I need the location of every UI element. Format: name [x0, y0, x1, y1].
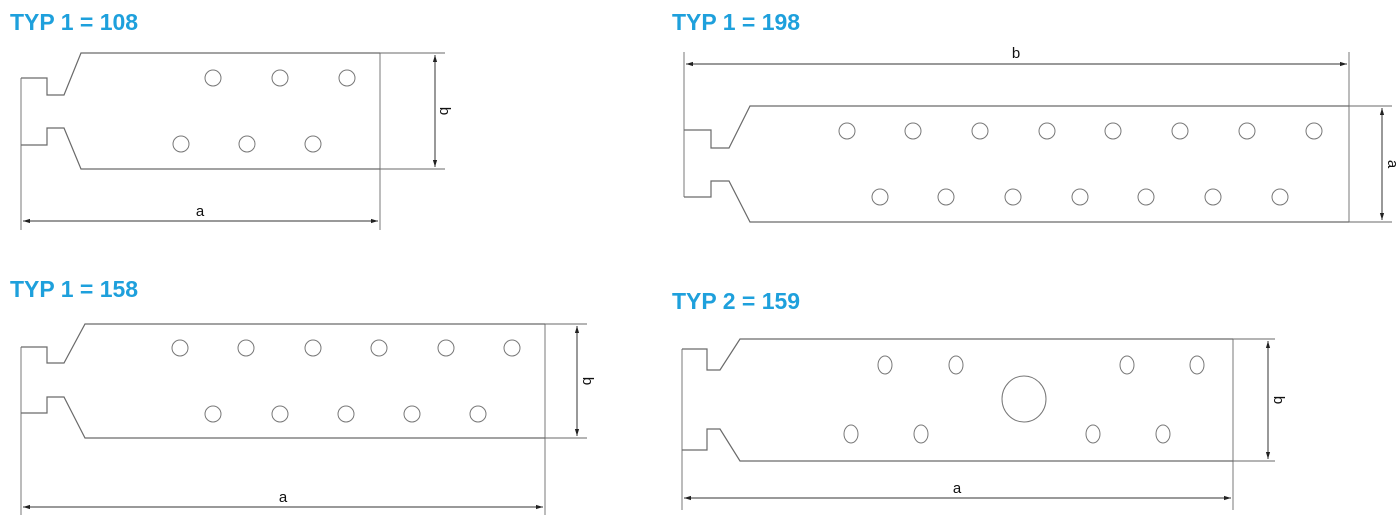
mounting-hole — [271, 405, 289, 423]
mounting-hole — [271, 69, 289, 87]
mounting-hole — [913, 424, 929, 444]
height-label: b — [1270, 396, 1287, 404]
drawing-typ1-108: TYP 1 = 108 a b — [10, 9, 453, 230]
mounting-hole — [171, 339, 189, 357]
length-label: a — [196, 203, 205, 220]
mounting-hole — [172, 135, 190, 153]
mounting-hole — [238, 135, 256, 153]
drawing-typ1-198: TYP 1 = 198 b a — [672, 9, 1400, 223]
mounting-hole — [1104, 122, 1122, 140]
mounting-hole — [877, 355, 893, 375]
mounting-hole — [1305, 122, 1323, 140]
mounting-hole — [337, 405, 355, 423]
mounting-hole — [1204, 188, 1222, 206]
drawing-title: TYP 1 = 108 — [10, 9, 138, 35]
height-label: a — [1384, 160, 1400, 169]
extension-lines — [20, 323, 587, 515]
holes — [171, 339, 521, 423]
holes — [172, 69, 356, 153]
mounting-hole — [370, 339, 388, 357]
bracket-outline — [682, 338, 1233, 462]
mounting-hole — [1155, 424, 1171, 444]
mounting-hole — [1271, 188, 1289, 206]
bracket-outline — [21, 52, 380, 170]
mounting-hole — [871, 188, 889, 206]
mounting-hole — [204, 69, 222, 87]
mounting-hole — [304, 135, 322, 153]
mounting-hole — [1085, 424, 1101, 444]
mounting-hole — [971, 122, 989, 140]
mounting-hole — [843, 424, 859, 444]
extension-lines — [681, 338, 1275, 510]
holes — [843, 355, 1205, 444]
mounting-hole — [937, 188, 955, 206]
bracket-outline — [21, 323, 545, 439]
drawing-title: TYP 1 = 198 — [672, 9, 800, 35]
mounting-hole — [1189, 355, 1205, 375]
mounting-hole — [403, 405, 421, 423]
mounting-hole — [503, 339, 521, 357]
mounting-hole — [237, 339, 255, 357]
length-label: a — [953, 480, 962, 497]
extension-lines — [683, 52, 1392, 223]
mounting-hole — [838, 122, 856, 140]
mounting-hole — [469, 405, 487, 423]
mounting-hole — [204, 405, 222, 423]
height-label: b — [436, 107, 453, 115]
mounting-hole — [1071, 188, 1089, 206]
mounting-hole — [948, 355, 964, 375]
holes — [838, 122, 1323, 206]
bracket-outline — [684, 105, 1349, 223]
mounting-hole — [904, 122, 922, 140]
extension-lines — [20, 52, 445, 230]
mounting-hole — [338, 69, 356, 87]
drawing-typ1-158: TYP 1 = 158 a b — [10, 276, 596, 515]
mounting-hole — [1171, 122, 1189, 140]
mounting-hole — [304, 339, 322, 357]
drawing-title: TYP 1 = 158 — [10, 276, 138, 302]
length-label: b — [1012, 45, 1020, 62]
mounting-hole — [1038, 122, 1056, 140]
mounting-hole — [437, 339, 455, 357]
drawing-typ2-159: TYP 2 = 159 a b — [672, 288, 1287, 510]
mounting-hole — [1238, 122, 1256, 140]
mounting-hole — [1137, 188, 1155, 206]
center-hole — [1001, 375, 1047, 423]
length-label: a — [279, 489, 288, 506]
drawing-title: TYP 2 = 159 — [672, 288, 800, 314]
mounting-hole — [1004, 188, 1022, 206]
height-label: b — [579, 377, 596, 385]
mounting-hole — [1119, 355, 1135, 375]
